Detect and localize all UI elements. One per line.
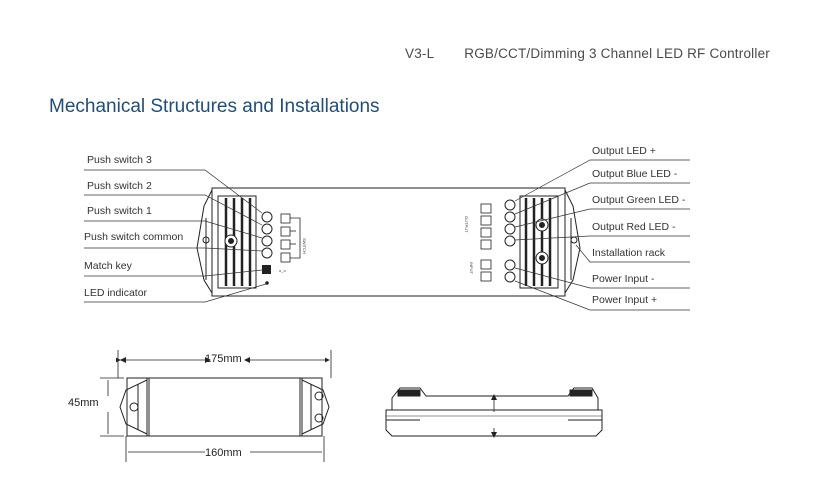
led-indicator-icon [265,281,269,285]
product-title: RGB/CCT/Dimming 3 Channel LED RF Control… [464,46,770,61]
match-key-icon [262,265,271,274]
switch-wiring [280,213,301,263]
dim-length-overall: 175mm [205,353,242,365]
controller-top-view [196,187,581,297]
label-push-switch-1: Push switch 1 [87,205,152,217]
left-leader-lines [84,169,267,303]
section-title: Mechanical Structures and Installations [49,96,380,117]
svg-text:SWITCH: SWITCH [302,238,307,254]
label-push-switch-common: Push switch common [84,231,184,243]
left-terminal-circles [261,211,273,259]
label-installation-rack: Installation rack [592,247,665,259]
right-terminal-circles [504,199,516,283]
label-push-switch-3: Push switch 3 [87,154,152,166]
dimension-lines [100,350,332,462]
svg-text:INPUT: INPUT [469,262,474,275]
label-output-green: Output Green LED - [592,194,686,206]
label-output-red: Output Red LED - [592,221,676,233]
label-output-blue: Output Blue LED - [592,168,678,180]
label-push-switch-2: Push switch 2 [87,180,152,192]
label-power-input-minus: Power Input - [592,273,655,285]
document-header: V3-L RGB/CCT/Dimming 3 Channel LED RF Co… [405,46,770,61]
label-output-led-plus: Output LED + [592,145,656,157]
right-leader-lines [514,159,690,311]
label-led-indicator: LED indicator [84,287,148,299]
match-key-text: o_o [279,268,286,273]
dim-length-body: 160mm [205,447,242,459]
controller-dimension-top-view [119,377,330,437]
output-marking [480,203,492,282]
model-number: V3-L [405,46,435,61]
label-match-key: Match key [84,260,132,272]
controller-side-view [385,387,603,437]
dim-width: 45mm [68,397,99,409]
svg-text:OUTPUT: OUTPUT [464,216,469,233]
label-power-input-plus: Power Input + [592,294,658,306]
